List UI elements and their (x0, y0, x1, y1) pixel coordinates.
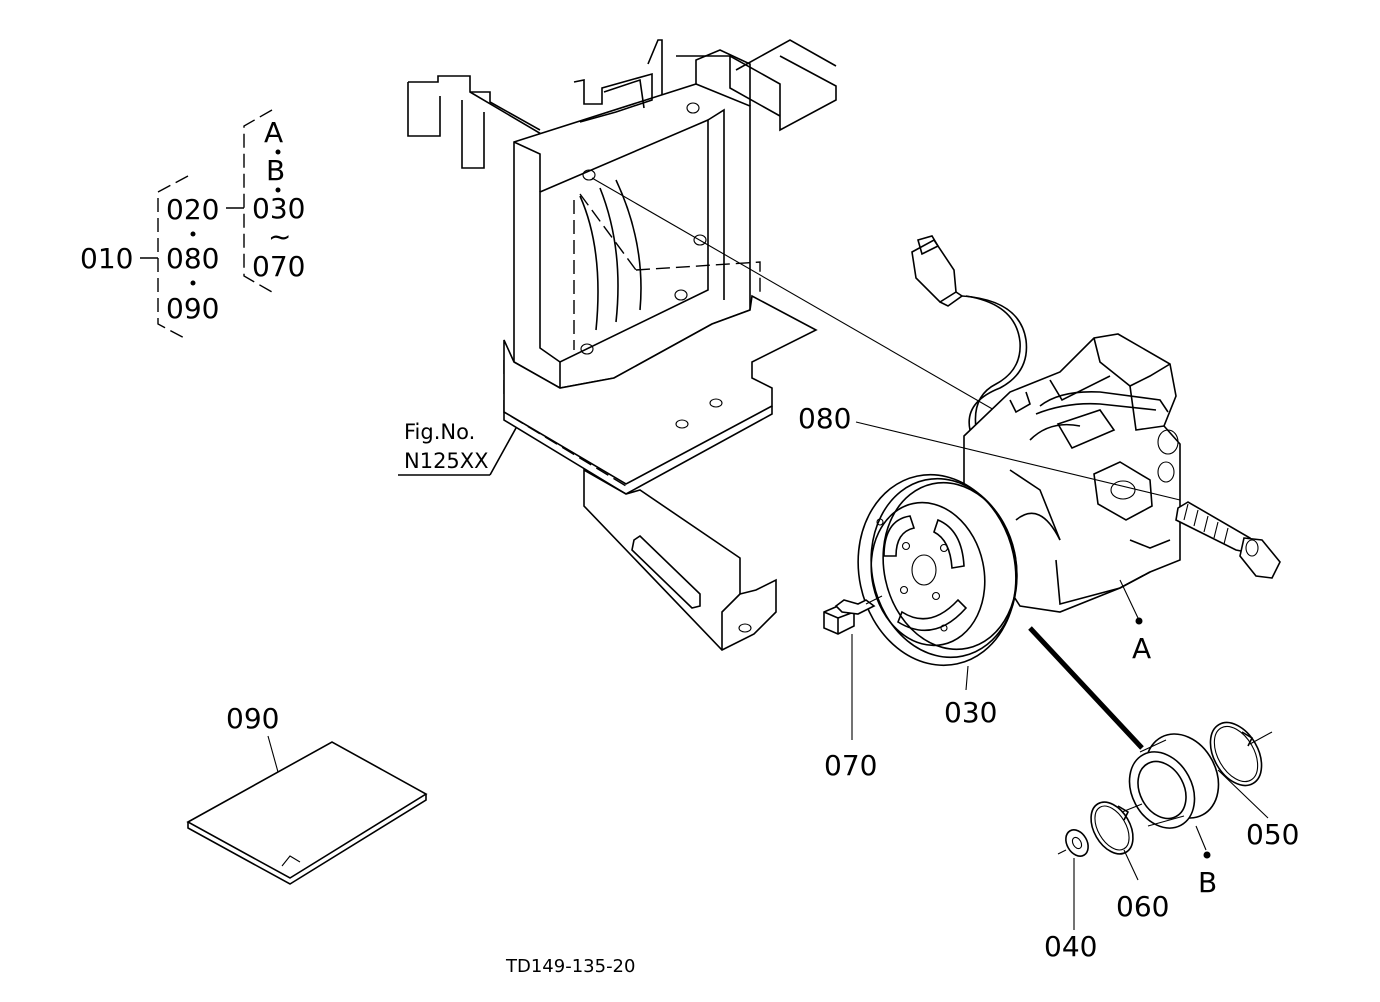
tree-level1-item-2: 090 (166, 292, 219, 325)
washer-drawing (1057, 829, 1089, 930)
snap-ring-050-drawing (1209, 721, 1273, 819)
callout-070: 070 (824, 749, 877, 782)
bearing-drawing (1128, 733, 1220, 859)
figure-ref-number: N125XX (404, 449, 489, 473)
assembly-tree: 010 020 080 090 A B 030 ~ 070 (80, 109, 305, 341)
drawing-code: TD149-135-20 (505, 956, 635, 977)
callout-080: 080 (798, 402, 851, 435)
tree-level1-item-0: 020 (166, 193, 219, 226)
exploded-view-arrow (1028, 626, 1144, 750)
callout-060: 060 (1116, 890, 1169, 923)
bolt-part-drawing (823, 595, 883, 740)
callout-090: 090 (226, 702, 279, 735)
tree-range-symbol: ~ (268, 220, 291, 253)
manual-booklet-drawing (186, 735, 428, 885)
callout-040: 040 (1044, 930, 1097, 963)
snap-ring-060-drawing (1090, 801, 1143, 881)
callout-b: B (1198, 866, 1217, 899)
tree-level1-item-1: 080 (166, 242, 219, 275)
mounting-bracket-drawing (407, 39, 837, 651)
tree-level2-a: A (264, 116, 283, 149)
callout-a: A (1132, 632, 1151, 665)
tree-root-label: 010 (80, 242, 133, 275)
callout-050: 050 (1246, 818, 1299, 851)
tree-level2-b: B (266, 154, 285, 187)
tree-level2-item-1: 070 (252, 250, 305, 283)
figure-ref-label: Fig.No. (404, 420, 475, 444)
figure-reference: Fig.No. N125XX (398, 420, 517, 476)
compressor-drawing (591, 177, 1281, 667)
tree-level2-item-0: 030 (252, 192, 305, 225)
callout-030: 030 (944, 696, 997, 729)
